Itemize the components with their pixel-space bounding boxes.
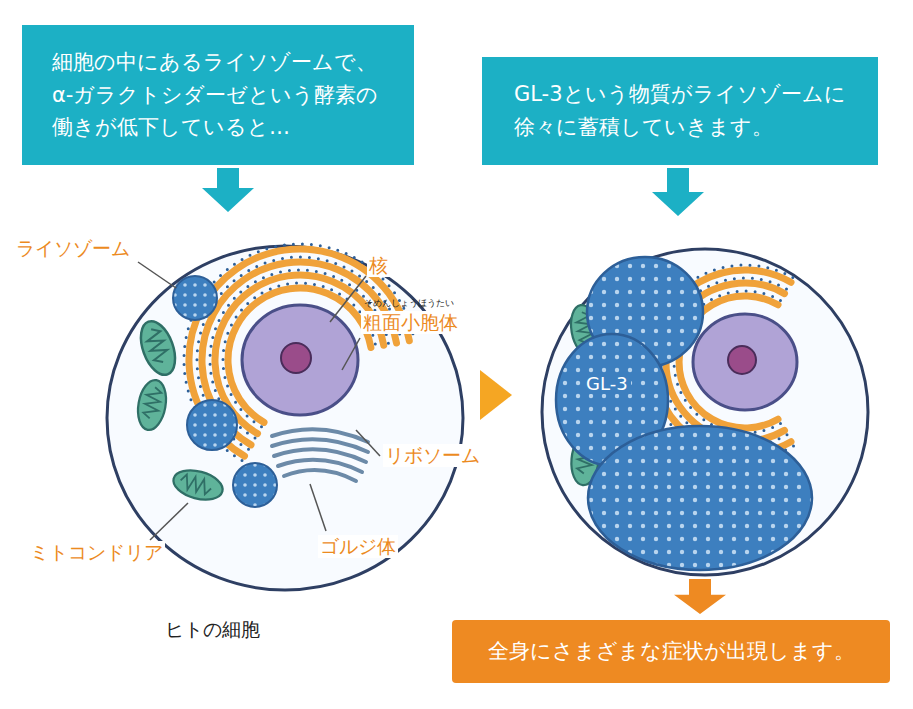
ribosome-dots [184,244,414,460]
part-label: ミトコンドリア [28,541,165,564]
cell-membrane [542,249,868,575]
caption: ヒトの細胞 [165,617,260,643]
process-box: 細胞の中にあるライソゾームで、α-ガラクトシダーゼという酵素の働きが低下している… [22,25,414,165]
box-text: 細胞の中にあるライソゾームで、α-ガラクトシダーゼという酵素の働きが低下している… [52,46,384,144]
nucleus [693,314,797,410]
mitochondria [134,317,226,505]
nucleolus [728,346,756,374]
flow-arrow [480,370,512,420]
er-membrane [215,275,384,434]
rough-er [184,244,414,460]
substance-label: GL-3 [583,373,631,394]
part-label: ライソゾーム [14,237,132,260]
lysosome-gl3 [556,257,812,570]
ribosome-dots [223,283,376,427]
box-text: 全身にさまざまな症状が出現します。 [488,635,855,668]
er-membrane [228,288,371,422]
golgi [272,429,368,481]
ribosome-dots [210,270,389,438]
part-label: 核 [367,254,390,277]
flow-arrow [202,168,254,212]
part-label: 粗面小胞体 [361,311,460,334]
flow-arrow [674,579,726,614]
result-box: 全身にさまざまな症状が出現します。 [452,620,890,683]
nucleolus [281,343,311,373]
part-label: リボソーム [383,444,482,467]
ruby-text: そめんしょうほうたい [362,298,456,309]
flow-arrow [652,168,704,216]
nucleus [242,305,358,415]
leader-line [138,262,380,540]
cell-membrane [107,246,463,590]
process-box: GL-3という物質がライソゾームに徐々に蓄積していきます。 [482,57,878,165]
box-text: GL-3という物質がライソゾームに徐々に蓄積していきます。 [514,78,846,143]
cell-figure: GL-3 [540,250,870,576]
part-label: ゴルジ体 [318,535,398,558]
